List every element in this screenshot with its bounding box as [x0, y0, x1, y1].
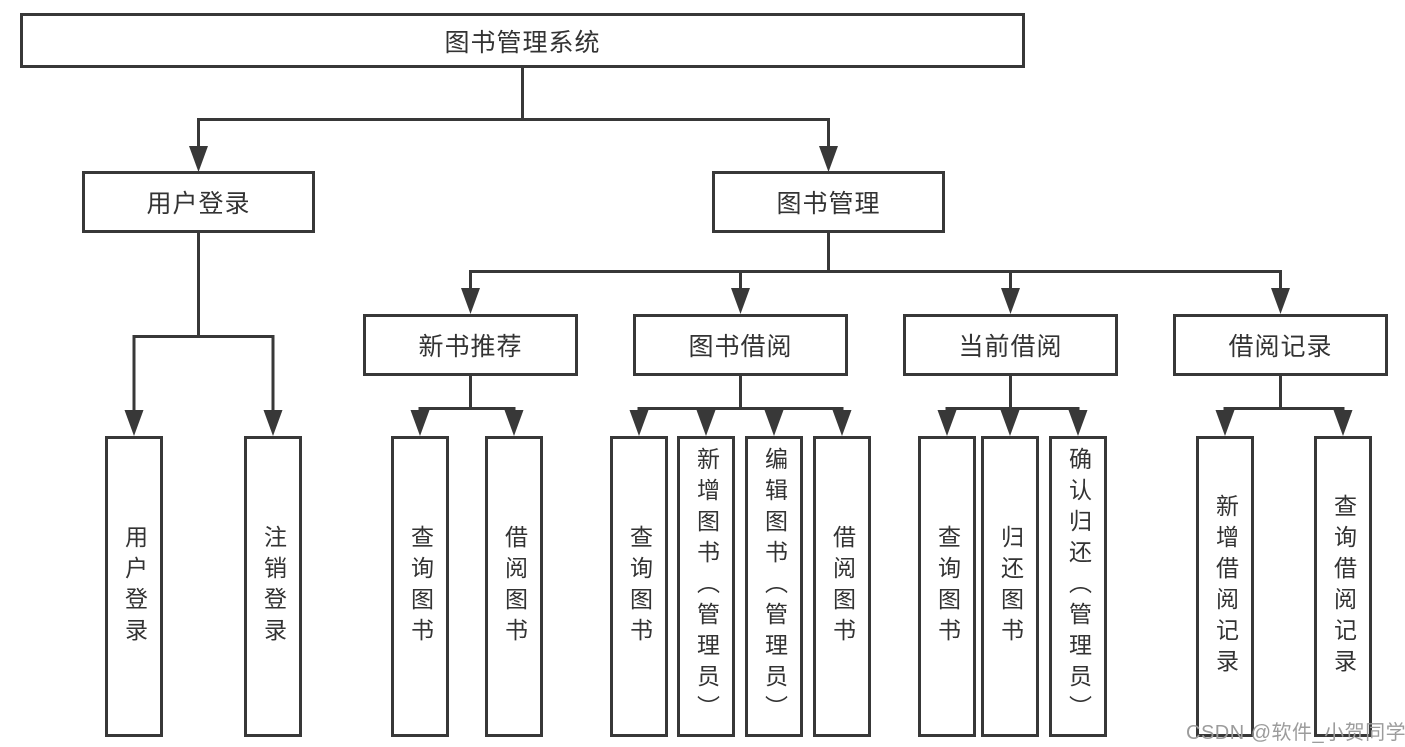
- leaf-borrow-books-recommend-label: 借阅图书: [501, 524, 528, 649]
- leaf-edit-book-admin-label: 编辑图书（管理员）: [761, 447, 788, 726]
- leaf-return-book-label: 归还图书: [997, 524, 1024, 649]
- node-user-login: 用户登录: [82, 171, 315, 233]
- node-book-management-label: 图书管理: [776, 190, 881, 218]
- leaf-query-books-borrow: 查询图书: [610, 436, 668, 737]
- leaf-query-books-recommend: 查询图书: [391, 436, 449, 737]
- leaf-add-book-admin: 新增图书（管理员）: [677, 436, 735, 737]
- leaf-logout-label: 注销登录: [260, 524, 287, 649]
- node-borrow-records-label: 借阅记录: [1228, 333, 1333, 361]
- leaf-query-borrow-record: 查询借阅记录: [1314, 436, 1372, 737]
- node-user-login-label: 用户登录: [146, 190, 251, 218]
- leaf-query-books-borrow-label: 查询图书: [626, 524, 653, 649]
- node-current-borrow: 当前借阅: [903, 314, 1118, 376]
- leaf-return-book: 归还图书: [981, 436, 1039, 737]
- leaf-confirm-return-admin: 确认归还（管理员）: [1049, 436, 1107, 737]
- node-root: 图书管理系统: [20, 13, 1025, 68]
- leaf-logout: 注销登录: [244, 436, 302, 737]
- node-book-borrow: 图书借阅: [633, 314, 848, 376]
- node-root-label: 图书管理系统: [444, 28, 601, 57]
- leaf-borrow-books-2: 借阅图书: [813, 436, 871, 737]
- node-current-borrow-label: 当前借阅: [958, 333, 1063, 361]
- node-book-management: 图书管理: [712, 171, 945, 233]
- leaf-add-book-admin-label: 新增图书（管理员）: [693, 447, 720, 726]
- leaf-borrow-books-recommend: 借阅图书: [485, 436, 543, 737]
- node-new-book-recommend: 新书推荐: [363, 314, 578, 376]
- leaf-query-books-recommend-label: 查询图书: [407, 524, 434, 649]
- leaf-user-login: 用户登录: [105, 436, 163, 737]
- leaf-user-login-label: 用户登录: [121, 524, 148, 649]
- leaf-add-borrow-record-label: 新增借阅记录: [1212, 493, 1239, 680]
- leaf-query-books-current-label: 查询图书: [934, 524, 961, 649]
- leaf-borrow-books-2-label: 借阅图书: [829, 524, 856, 649]
- leaf-confirm-return-admin-label: 确认归还（管理员）: [1065, 447, 1092, 726]
- leaf-add-borrow-record: 新增借阅记录: [1196, 436, 1254, 737]
- leaf-edit-book-admin: 编辑图书（管理员）: [745, 436, 803, 737]
- node-new-book-recommend-label: 新书推荐: [418, 333, 523, 361]
- leaf-query-books-current: 查询图书: [918, 436, 976, 737]
- watermark: CSDN @软件_小贺同学: [1186, 722, 1405, 744]
- node-book-borrow-label: 图书借阅: [688, 333, 793, 361]
- node-borrow-records: 借阅记录: [1173, 314, 1388, 376]
- leaf-query-borrow-record-label: 查询借阅记录: [1330, 493, 1357, 680]
